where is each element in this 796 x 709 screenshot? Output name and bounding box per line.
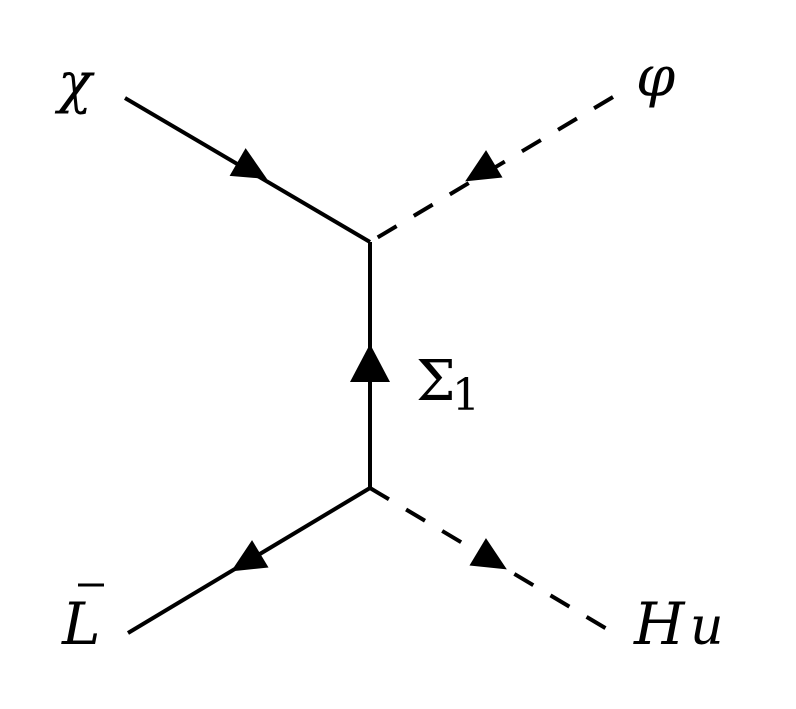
lbar-label: L xyxy=(61,583,104,658)
chi-fermion-line xyxy=(123,96,372,244)
chi-label: χ xyxy=(54,51,95,116)
h-symbol: H xyxy=(633,590,686,658)
lbar-fermion-line xyxy=(126,486,372,635)
sigma-symbol: Σ xyxy=(416,349,456,414)
arrow-icon xyxy=(229,148,268,179)
arrow-icon xyxy=(350,344,390,382)
sigma1-label: Σ 1 xyxy=(416,349,480,421)
hu-label: H u xyxy=(633,590,724,658)
phi-label: φ xyxy=(636,45,675,110)
phi-scalar-line xyxy=(368,95,615,244)
arrow-icon xyxy=(465,150,503,182)
sigma-subscript: 1 xyxy=(452,370,480,421)
arrow-icon xyxy=(469,538,507,570)
hu-scalar-line xyxy=(368,486,614,634)
l-symbol: L xyxy=(61,590,101,658)
sigma1-propagator-line xyxy=(350,242,390,488)
u-symbol: u xyxy=(690,597,724,657)
arrow-icon xyxy=(231,540,269,572)
